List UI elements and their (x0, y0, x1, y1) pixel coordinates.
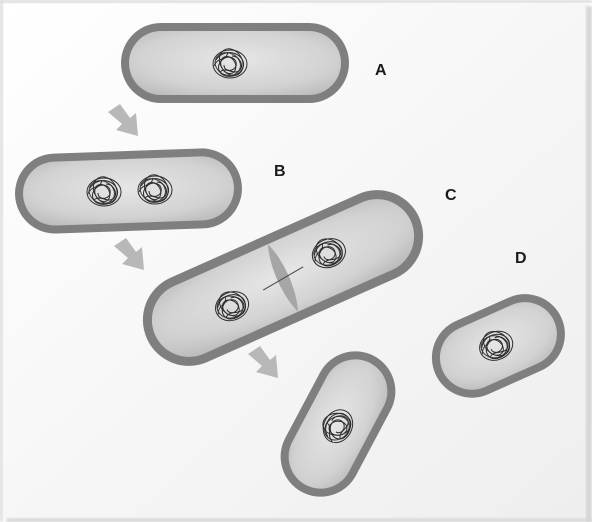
label-a: A (375, 62, 387, 79)
cell-a (121, 23, 349, 103)
label-b: B (274, 163, 286, 180)
cell-b (14, 147, 244, 235)
label-d: D (515, 250, 527, 267)
label-c: C (445, 187, 457, 204)
